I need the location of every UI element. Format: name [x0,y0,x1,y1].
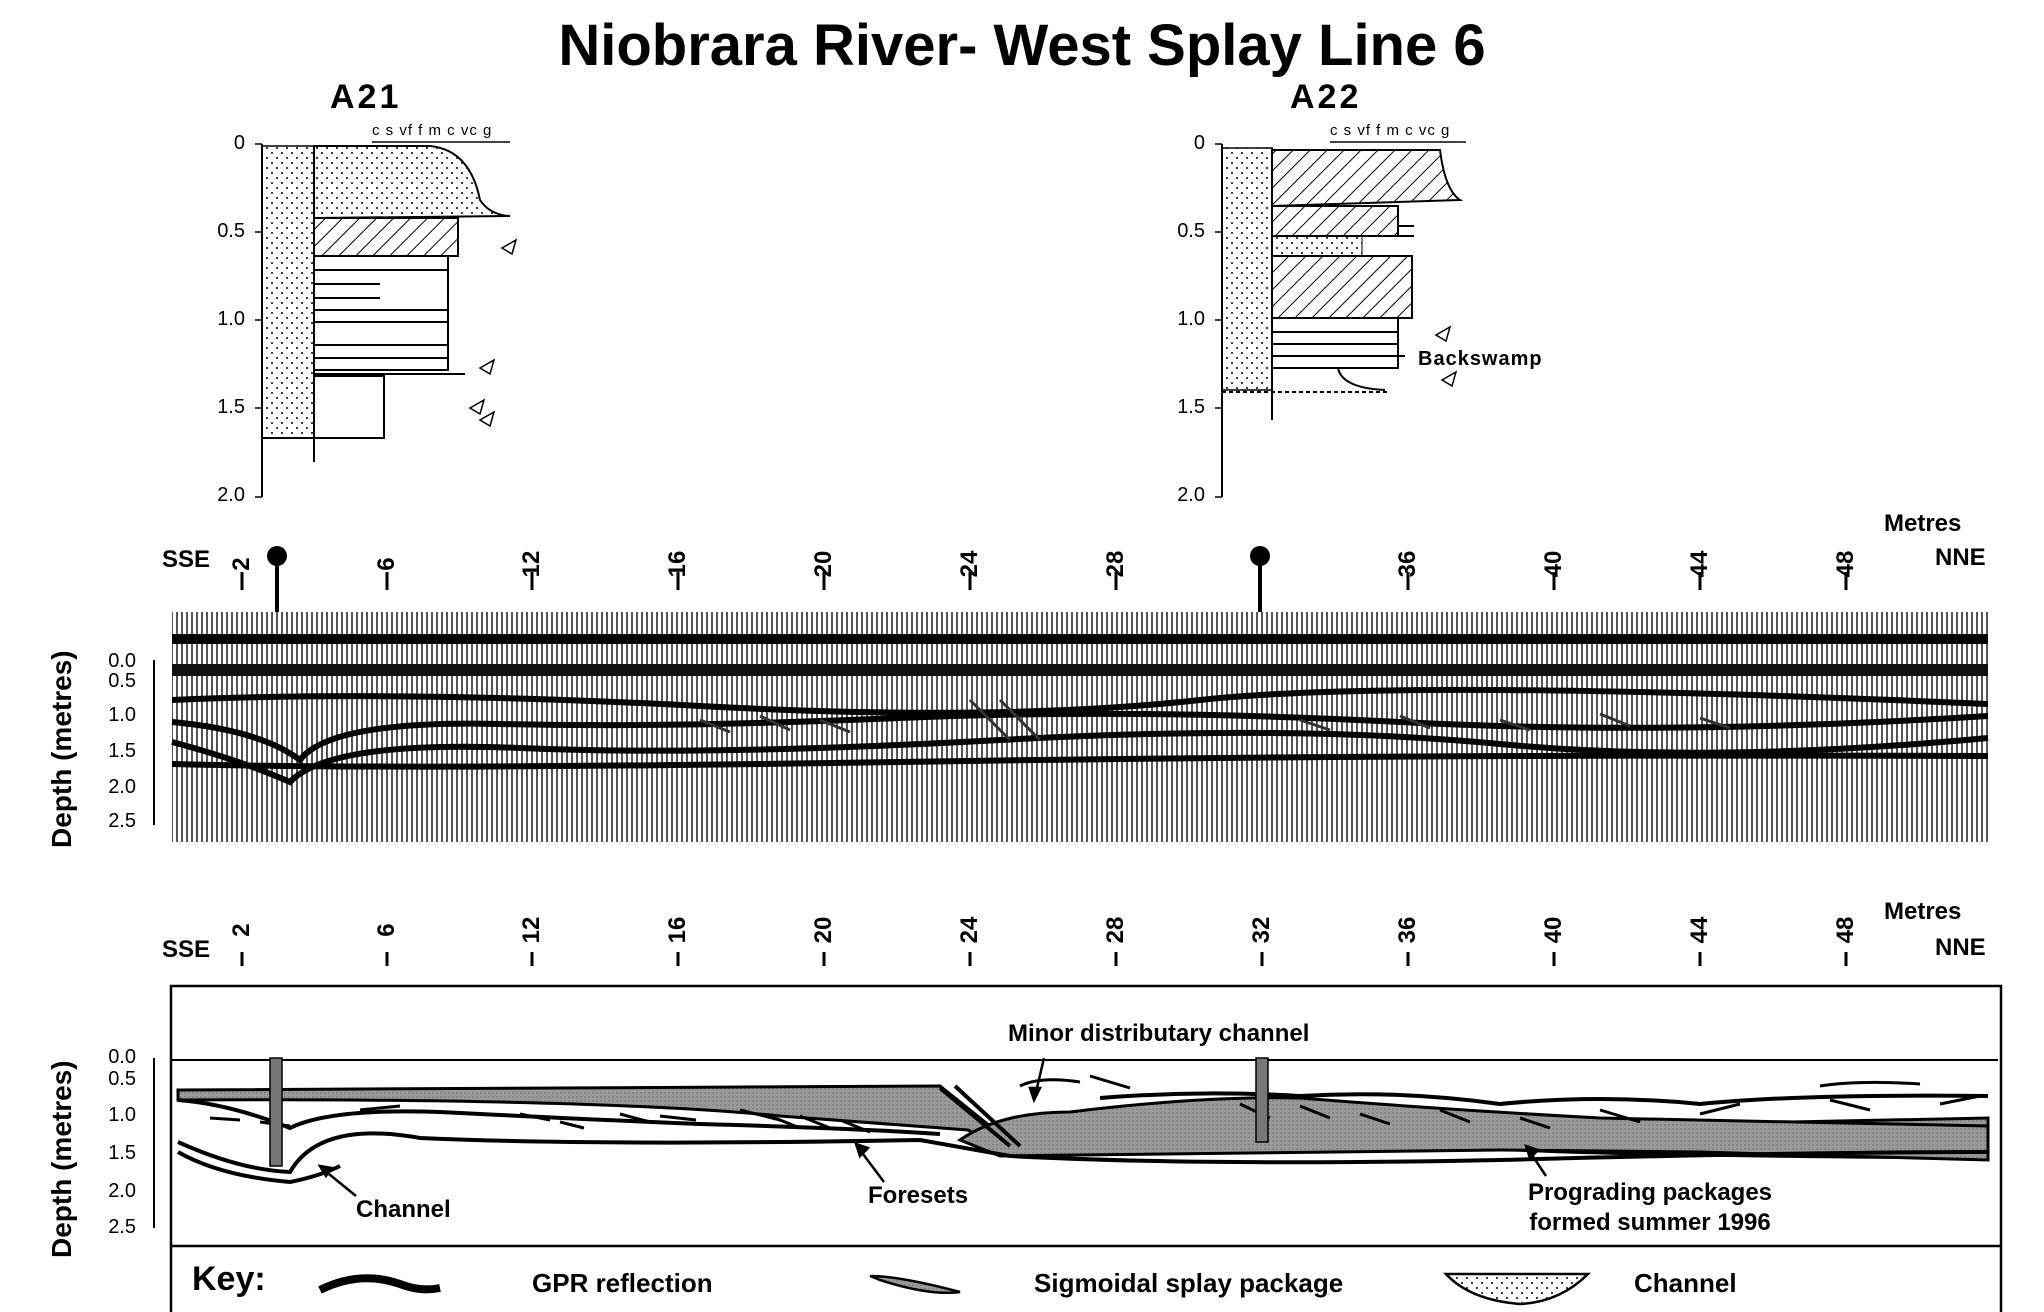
key-gpr-reflection: GPR reflection [532,1268,713,1299]
key-channel: Channel [1634,1268,1737,1299]
key-sigmoidal-splay: Sigmoidal splay package [1034,1268,1343,1299]
key-title: Key: [192,1260,266,1299]
